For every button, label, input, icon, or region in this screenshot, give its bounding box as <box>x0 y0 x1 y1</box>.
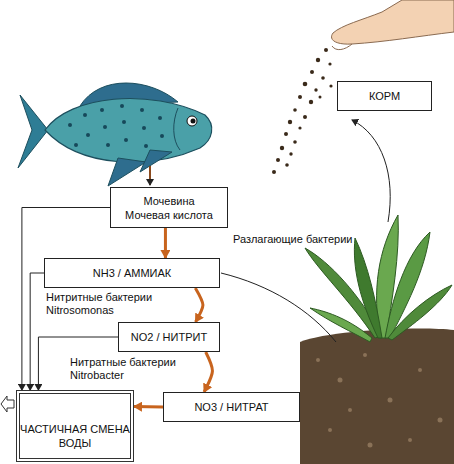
soil-grain <box>363 353 367 357</box>
food-dot <box>303 115 307 119</box>
food-dot <box>298 95 302 99</box>
soil-shape <box>300 329 454 464</box>
food-dot <box>309 100 313 104</box>
food-dot <box>329 84 332 87</box>
soil-grain <box>338 378 343 383</box>
soil-grain <box>388 398 393 403</box>
connector <box>204 352 212 392</box>
connector <box>30 273 44 390</box>
fish-fin <box>140 150 172 172</box>
soil-grain <box>438 418 443 423</box>
fish-spot <box>83 113 87 117</box>
fish-spot <box>158 116 162 120</box>
leader-line <box>221 273 336 342</box>
soil-grain <box>368 443 373 448</box>
hand <box>332 0 454 50</box>
edge-label: Разлагающие бактерии <box>233 233 393 246</box>
food-dot <box>314 88 317 91</box>
node-text: NO2 / НИТРИТ <box>131 330 207 344</box>
compound-box: NO3 / НИТРАТ <box>163 392 300 422</box>
fish-tail <box>18 95 48 168</box>
node-text: ЧАСТИЧНАЯ СМЕНА ВОДЫ <box>20 422 130 450</box>
fish-pupil <box>191 119 196 124</box>
fish-spot <box>122 120 126 124</box>
compound-box: NO2 / НИТРИТ <box>118 322 220 352</box>
edge-label: Нитритные бактерии Nitrosomonas <box>46 291 174 317</box>
food-dot <box>303 82 308 87</box>
food-dot <box>284 132 288 136</box>
node-text: Мочевая кислота <box>125 208 213 222</box>
node-text: NH3 / АММИАК <box>93 266 172 280</box>
cycle-arrow <box>352 120 390 222</box>
fish-spot <box>106 143 110 147</box>
plant-leaf <box>310 308 372 342</box>
fish-spot <box>100 108 104 112</box>
food-particles <box>272 48 333 174</box>
fish-spot <box>144 144 148 148</box>
plant-leaf <box>388 285 452 340</box>
node-text: Мочевина <box>143 194 194 208</box>
node-text: КОРМ <box>369 89 400 103</box>
food-dot <box>280 146 284 150</box>
food-dot <box>293 140 297 144</box>
fish-spot <box>74 143 78 147</box>
food-dot <box>289 152 292 155</box>
outlet-arrow <box>1 396 14 412</box>
water-change-box: ЧАСТИЧНАЯ СМЕНА ВОДЫ <box>16 390 134 462</box>
fish-eye <box>187 116 197 126</box>
soil-grain <box>418 368 422 372</box>
compound-box: NH3 / АММИАК <box>44 258 220 288</box>
soil-grain <box>316 358 320 362</box>
hand-finger <box>332 44 352 50</box>
food-dot <box>310 70 314 74</box>
fish-pointer <box>149 166 151 185</box>
food-dot <box>272 170 276 174</box>
soil <box>300 329 454 464</box>
fish-spots <box>68 104 164 148</box>
fish-spot <box>86 133 90 137</box>
fish-gill <box>174 108 180 150</box>
food-dot <box>319 96 322 99</box>
fish-body <box>45 99 212 163</box>
food-dot <box>293 108 297 112</box>
soil-grains <box>316 353 443 448</box>
hand-shape <box>332 0 454 44</box>
food-dot <box>328 62 331 65</box>
fish-spot <box>142 126 146 130</box>
fish-spot <box>160 134 164 138</box>
food-dot <box>324 48 328 52</box>
food-dot <box>285 163 289 167</box>
food-dot <box>316 58 320 62</box>
fish-spot <box>140 108 144 112</box>
fish-spot <box>68 123 72 127</box>
soil-grain <box>408 438 412 442</box>
fish-spot <box>120 104 124 108</box>
connector <box>164 228 167 258</box>
food-dot <box>276 158 280 162</box>
fish-spot <box>124 138 128 142</box>
fish-spot <box>103 125 107 129</box>
soil-grain <box>328 428 332 432</box>
connector <box>134 405 163 408</box>
food-dot <box>321 76 325 80</box>
compound-box: МочевинаМочевая кислота <box>110 187 228 228</box>
food-dot <box>298 126 301 129</box>
fish <box>18 83 212 186</box>
plant-leaf <box>354 238 382 338</box>
connector <box>195 288 203 322</box>
food-box: КОРМ <box>337 81 432 111</box>
food-dot <box>288 120 292 124</box>
soil-grain <box>348 408 352 412</box>
node-text: NO3 / НИТРАТ <box>194 400 268 414</box>
edge-label: Нитратные бактерии Nitrobacter <box>70 356 198 382</box>
